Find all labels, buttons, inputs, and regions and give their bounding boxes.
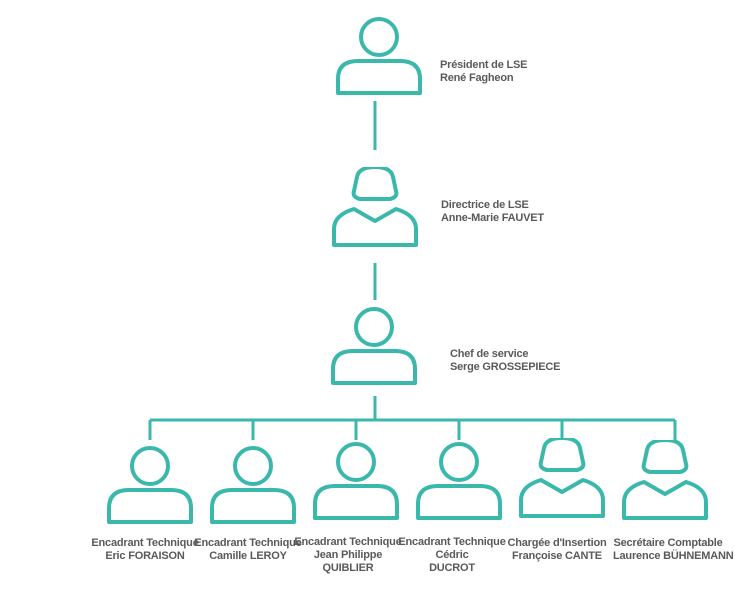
president-label: Président de LSE René Fagheon xyxy=(440,59,527,85)
president-name: René Fagheon xyxy=(440,72,514,84)
directrice-person-icon xyxy=(332,167,418,247)
team-2-name: Camille LEROY xyxy=(209,550,287,562)
directrice-title: Directrice de LSE xyxy=(441,199,529,211)
directrice-name: Anne-Marie FAUVET xyxy=(441,212,544,224)
directrice-label: Directrice de LSE Anne-Marie FAUVET xyxy=(441,199,544,225)
team-4-role: Encadrant Technique xyxy=(398,536,506,548)
team-6-name: Laurence BÜHNEMANN xyxy=(613,550,734,562)
team-5-person-icon xyxy=(519,438,605,518)
team-6-label: Secrétaire Comptable Laurence BÜHNEMANN xyxy=(613,537,734,563)
team-2-person-icon xyxy=(210,446,296,524)
team-3-role: Encadrant Technique xyxy=(294,536,402,548)
chef-name: Serge GROSSEPIECE xyxy=(450,361,561,373)
team-3-name-line2: QUIBLIER xyxy=(322,562,374,574)
team-3-label: Encadrant Technique Jean Philippe QUIBLI… xyxy=(293,536,403,575)
team-5-label: Chargée d'Insertion Françoise CANTE xyxy=(502,537,612,563)
team-1-name: Eric FORAISON xyxy=(105,550,185,562)
chef-person-icon xyxy=(331,307,417,385)
team-4-name-line2: DUCROT xyxy=(429,562,475,574)
team-4-label: Encadrant Technique Cédric DUCROT xyxy=(397,536,507,575)
team-3-person-icon xyxy=(313,442,399,520)
team-5-name: Françoise CANTE xyxy=(512,550,602,562)
team-5-role: Chargée d'Insertion xyxy=(507,537,607,549)
chef-title: Chef de service xyxy=(450,348,529,360)
team-6-person-icon xyxy=(622,440,708,520)
team-1-role: Encadrant Technique xyxy=(91,537,199,549)
chef-label: Chef de service Serge GROSSEPIECE xyxy=(450,348,561,374)
team-2-role: Encadrant Technique xyxy=(194,537,302,549)
team-4-name-line1: Cédric xyxy=(435,549,469,561)
president-title: Président de LSE xyxy=(440,59,528,71)
team-6-role: Secrétaire Comptable xyxy=(613,537,723,549)
team-2-label: Encadrant Technique Camille LEROY xyxy=(193,537,303,563)
president-person-icon xyxy=(336,17,422,95)
team-1-label: Encadrant Technique Eric FORAISON xyxy=(90,537,200,563)
team-1-person-icon xyxy=(107,446,193,524)
team-4-person-icon xyxy=(416,442,502,520)
team-3-name-line1: Jean Philippe xyxy=(313,549,383,561)
